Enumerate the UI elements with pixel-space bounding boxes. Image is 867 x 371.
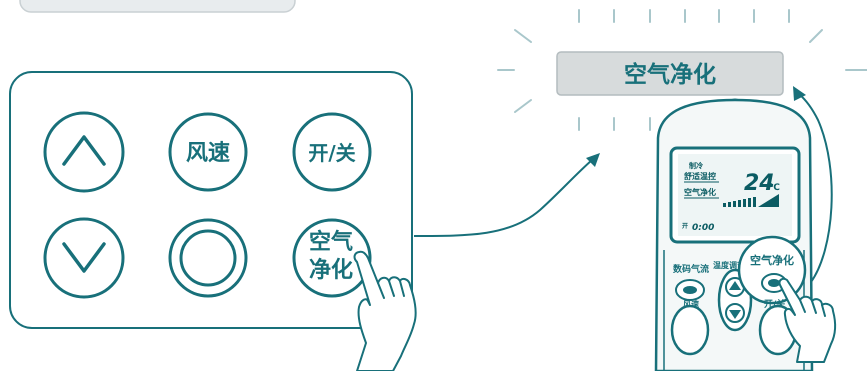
remote-lcd: 制冷 舒适温控 空气净化 24 ℃ 开 0:00 <box>669 146 801 244</box>
top-left-bar-fragment <box>19 0 296 13</box>
banner-label: 空气净化 <box>624 61 716 88</box>
air-purify-button[interactable]: 空气 净化 <box>292 218 372 298</box>
power-button[interactable]: 开/关 <box>292 112 372 192</box>
remote-control: 制冷 舒适温控 空气净化 24 ℃ 开 0:00 数码气流 温度调节 <box>654 98 814 371</box>
chevron-up-icon <box>62 135 106 166</box>
remote-pointing-hand-icon <box>778 277 837 363</box>
power-label: 开/关 <box>308 141 355 165</box>
lcd-time: 0:00 <box>692 223 714 233</box>
up-button[interactable] <box>43 111 125 193</box>
control-panel: 风速 开/关 空气 净化 <box>9 71 413 329</box>
pointing-hand-icon <box>353 250 417 371</box>
lcd-level-bars <box>723 194 779 207</box>
remote-up-icon <box>729 281 741 290</box>
remote-label-fan-speed: 风速 <box>683 299 699 309</box>
chevron-down-icon <box>62 242 106 273</box>
remote-label-left: 数码气流 <box>673 263 709 275</box>
fan-speed-button[interactable]: 风速 <box>168 112 248 192</box>
lcd-unit: ℃ <box>769 183 780 193</box>
air-purify-banner: 空气净化 <box>556 51 784 96</box>
curved-arrow <box>793 86 833 283</box>
remote-lower-left-button[interactable] <box>670 304 710 356</box>
down-button[interactable] <box>43 217 125 299</box>
air-purify-label-line2: 净化 <box>309 257 353 283</box>
lcd-temperature: 24 <box>744 171 775 196</box>
lcd-line2: 舒适温控 <box>683 171 716 181</box>
remote-air-purify-button[interactable] <box>761 273 787 293</box>
circle-icon <box>179 229 237 287</box>
lcd-time-prefix: 开 <box>682 222 688 230</box>
air-purify-label-line1: 空气 <box>309 229 353 255</box>
lcd-mode: 制冷 <box>689 161 703 170</box>
lcd-line3: 空气净化 <box>684 187 716 197</box>
remote-left-button[interactable] <box>675 279 705 301</box>
remote-label-air-purify: 空气净化 <box>750 253 794 267</box>
connector-arrow <box>413 153 600 237</box>
remote-down-icon <box>729 310 741 319</box>
fan-speed-label: 风速 <box>186 140 230 166</box>
blank-button[interactable] <box>168 218 248 298</box>
remote-label-middle: 温度调节 <box>713 260 745 270</box>
